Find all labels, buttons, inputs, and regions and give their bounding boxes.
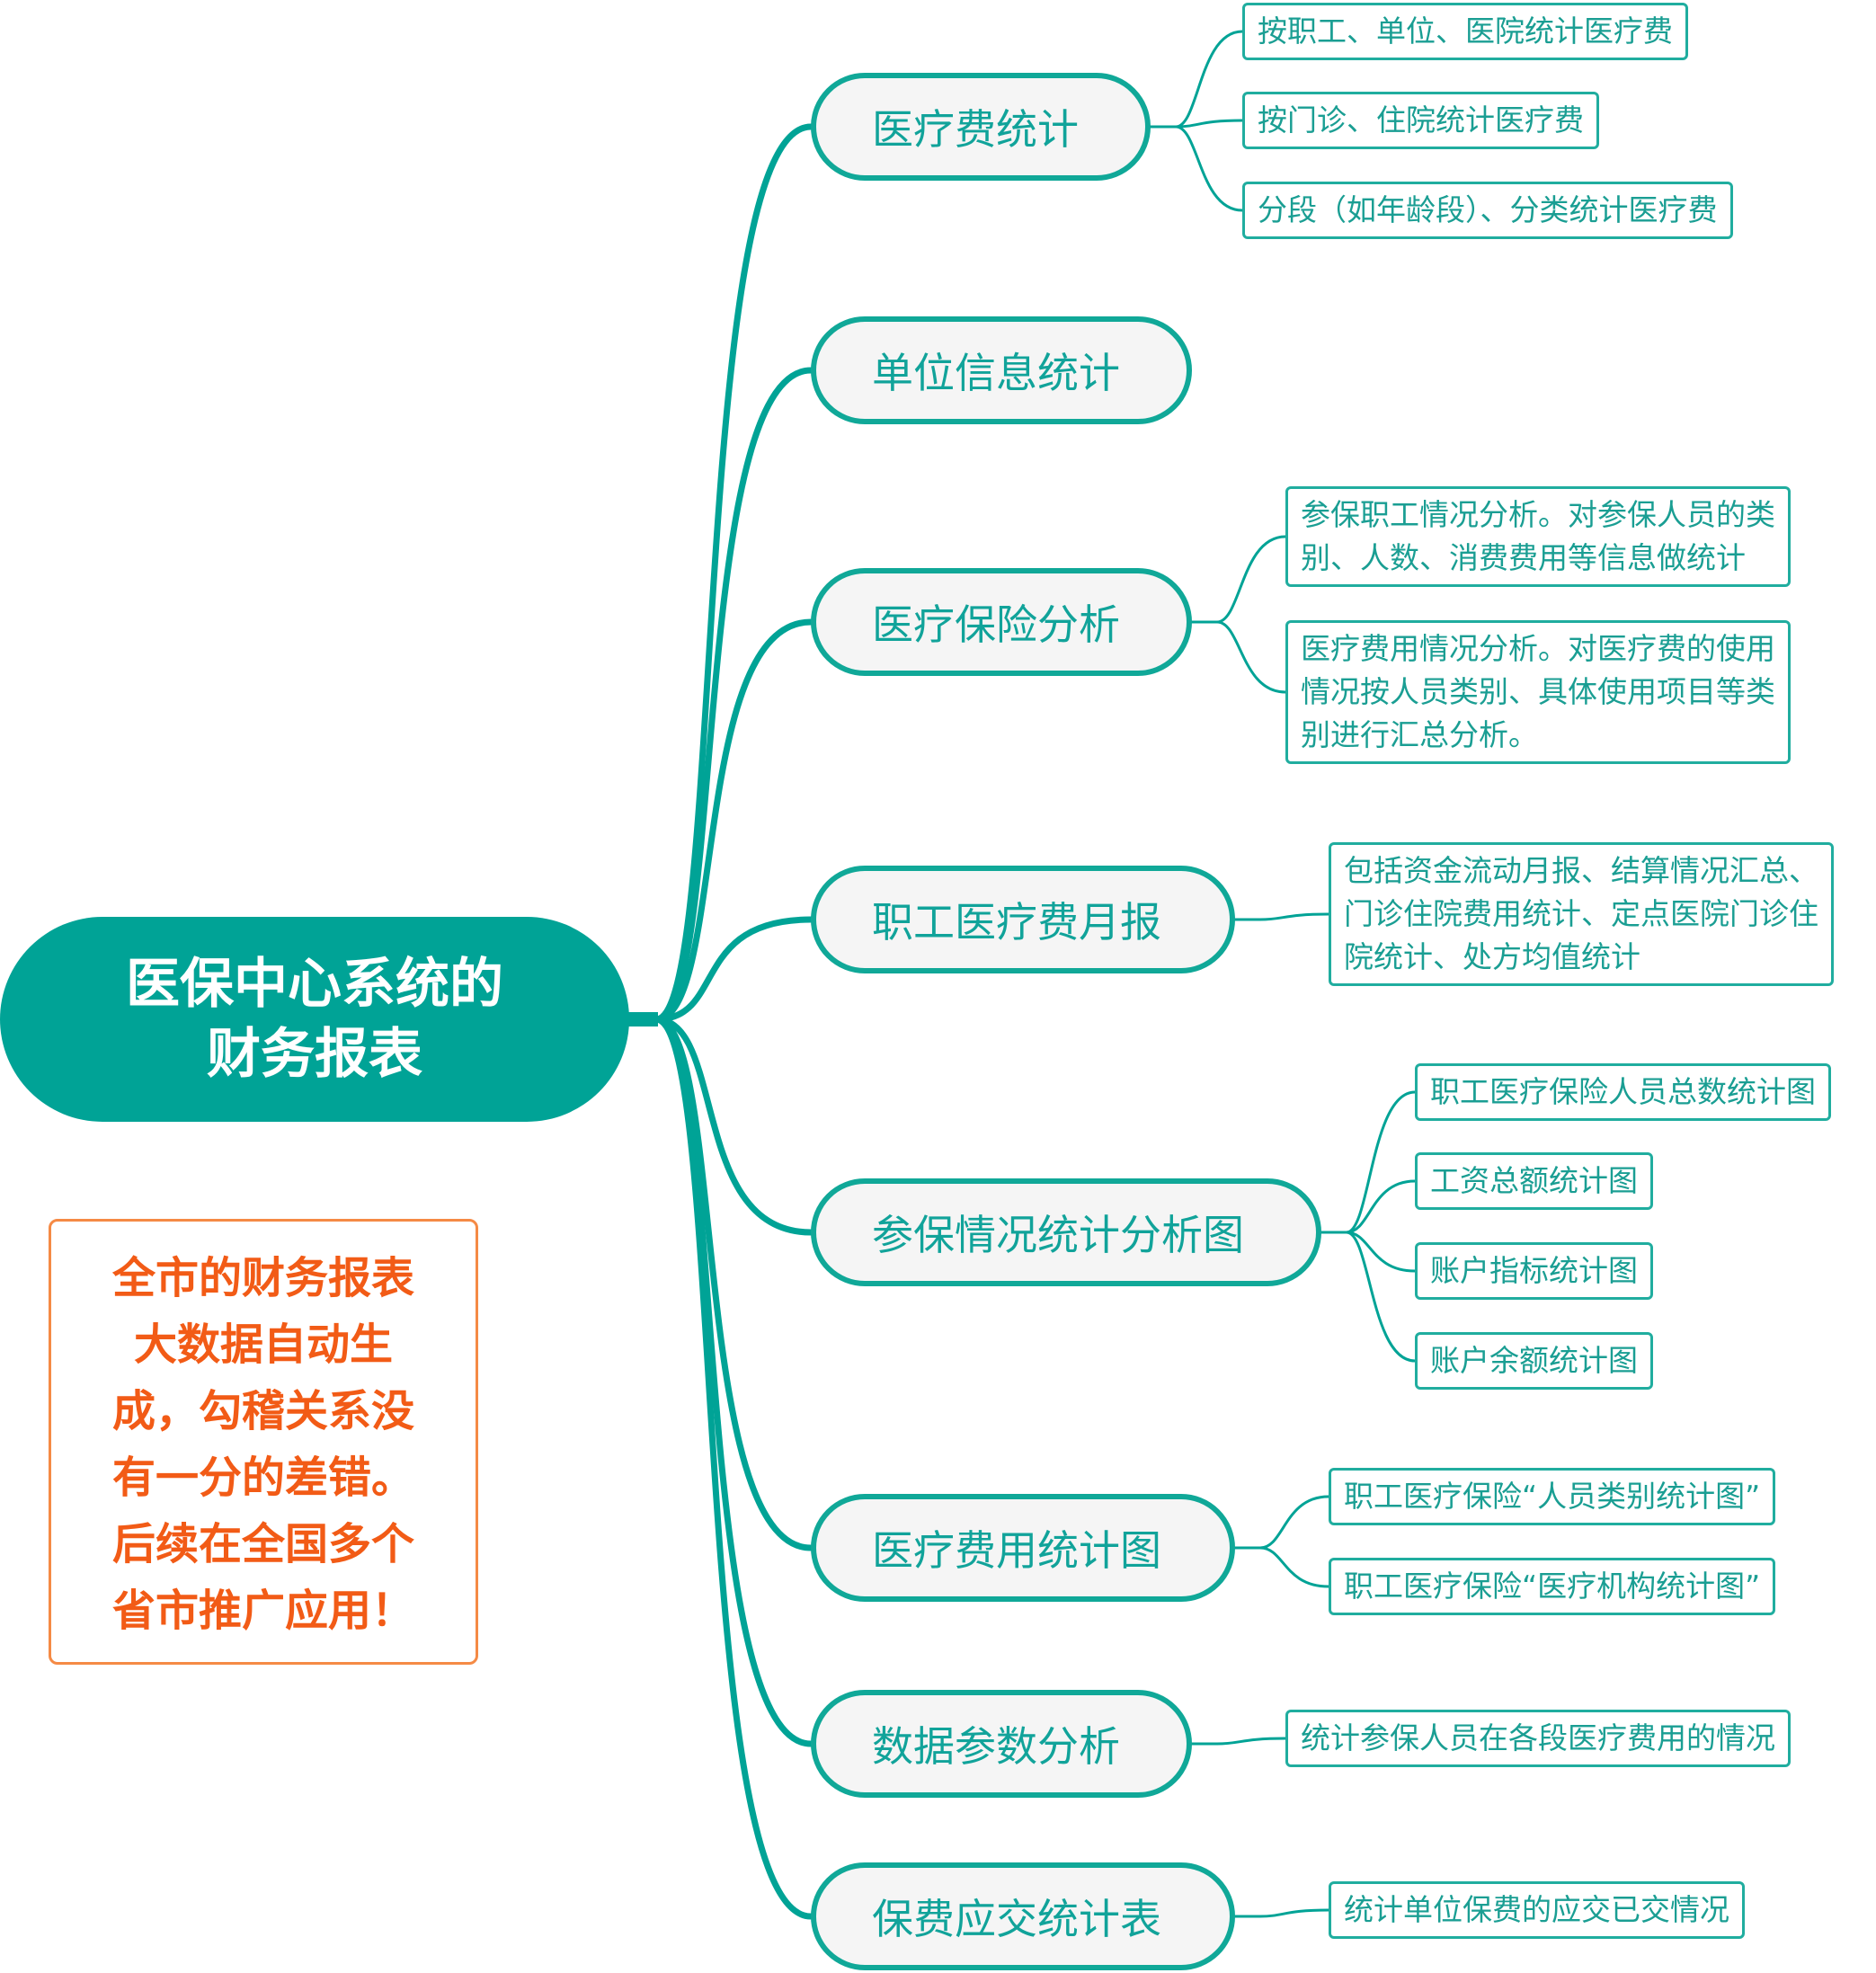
root-title-line-1: 医保中心系统的 [126,953,503,1016]
branch-connector [653,618,814,1023]
branch-connector [653,916,814,1023]
root-node[interactable]: 医保中心系统的 财务报表 [0,917,629,1122]
leaf-text: 职工医疗保险“医疗机构统计图” [1344,1569,1761,1604]
note-line-3: 成，勾稽关系没 [111,1386,414,1436]
leaf-connector [1320,1090,1417,1234]
leaf-by-outpatient-inpatient[interactable]: 按门诊、住院统计医疗费 [1242,92,1599,149]
leaf-text: 账户余额统计图 [1430,1343,1638,1378]
leaf-connector [1190,535,1287,624]
leaf-connector [1233,1908,1330,1918]
leaf-medical-cost-analysis[interactable]: 医疗费用情况分析。对医疗费的使用 情况按人员类别、具体使用项目等类 别进行汇总分… [1285,620,1791,764]
branch-connector [653,1016,814,1920]
leaf-personnel-category-chart[interactable]: 职工医疗保险“人员类别统计图” [1329,1468,1776,1525]
leaf-total-wages-chart[interactable]: 工资总额统计图 [1415,1152,1653,1210]
leaf-connector [1320,1231,1417,1363]
root-connector-stub [622,1012,658,1026]
branch-connector [653,1016,814,1551]
leaf-unit-premium-status[interactable]: 统计单位保费的应交已交情况 [1329,1881,1745,1939]
leaf-text: 统计参保人员在各段医疗费用的情况 [1301,1720,1775,1755]
note-line-2: 大数据自动生 [133,1320,393,1370]
leaf-text: 分段（如年龄段）、分类统计医疗费 [1258,192,1718,227]
branch-medical-insurance-analysis[interactable]: 医疗保险分析 [811,568,1192,676]
branch-connector [653,1016,814,1236]
leaf-text: 按门诊、住院统计医疗费 [1258,102,1584,138]
leaf-text: 统计单位保费的应交已交情况 [1344,1892,1729,1927]
leaf-account-balance-chart[interactable]: 账户余额统计图 [1415,1332,1653,1390]
leaf-text-line-1: 包括资金流动月报、结算情况汇总、 [1344,853,1818,888]
leaf-by-segment-category[interactable]: 分段（如年龄段）、分类统计医疗费 [1242,182,1733,239]
leaf-account-index-chart[interactable]: 账户指标统计图 [1415,1242,1653,1300]
note-line-4: 有一分的差错。 [111,1453,414,1503]
leaf-text: 工资总额统计图 [1430,1163,1638,1198]
leaf-connector [1320,1231,1417,1273]
note-line-6: 省市推广应用！ [111,1586,414,1636]
leaf-text-line-1: 医疗费用情况分析。对医疗费的使用 [1301,631,1775,666]
note-line-1: 全市的财务报表 [111,1253,414,1303]
leaf-connector [1149,125,1244,212]
branch-enrollment-chart[interactable]: 参保情况统计分析图 [811,1178,1321,1286]
leaf-text: 职工医疗保险人员总数统计图 [1430,1074,1816,1109]
leaf-insured-employee-analysis[interactable]: 参保职工情况分析。对参保人员的类 别、人数、消费费用等信息做统计 [1285,486,1791,587]
leaf-text-line-2: 情况按人员类别、具体使用项目等类 [1301,674,1775,709]
leaf-connector [1149,30,1244,129]
leaf-monthly-report-contents[interactable]: 包括资金流动月报、结算情况汇总、 门诊住院费用统计、定点医院门诊住 院统计、处方… [1329,842,1834,986]
branch-unit-info-stats[interactable]: 单位信息统计 [811,316,1192,424]
branch-premium-payable-table[interactable]: 保费应交统计表 [811,1862,1235,1970]
leaf-connector [1233,912,1330,921]
leaf-connector [1233,1495,1330,1550]
leaf-text-line-3: 院统计、处方均值统计 [1344,939,1640,974]
leaf-connector [1190,620,1287,694]
leaf-text-line-3: 别进行汇总分析。 [1301,717,1538,752]
branch-medical-cost-chart[interactable]: 医疗费用统计图 [811,1494,1235,1602]
leaf-text: 按职工、单位、医院统计医疗费 [1258,13,1673,49]
root-title-line-2: 财务报表 [207,1023,422,1086]
branch-medical-fee-stats[interactable]: 医疗费统计 [811,73,1151,181]
leaf-connector [1233,1546,1330,1588]
branch-connector [653,367,814,1023]
leaf-by-employee-unit-hospital[interactable]: 按职工、单位、医院统计医疗费 [1242,3,1688,60]
leaf-text-line-2: 别、人数、消费费用等信息做统计 [1301,540,1746,575]
leaf-text-line-2: 门诊住院费用统计、定点医院门诊住 [1344,896,1818,931]
branch-connector [653,123,814,1023]
leaf-medical-institution-chart[interactable]: 职工医疗保险“医疗机构统计图” [1329,1558,1776,1615]
highlight-note: 全市的财务报表 大数据自动生 成，勾稽关系没 有一分的差错。 后续在全国多个 省… [49,1219,478,1665]
note-line-5: 后续在全国多个 [111,1519,414,1569]
branch-connector [653,1016,814,1747]
leaf-text: 账户指标统计图 [1430,1253,1638,1288]
branch-data-parameter-analysis[interactable]: 数据参数分析 [811,1690,1192,1798]
leaf-text-line-1: 参保职工情况分析。对参保人员的类 [1301,497,1775,532]
branch-monthly-report[interactable]: 职工医疗费月报 [811,866,1235,973]
leaf-total-insured-chart[interactable]: 职工医疗保险人员总数统计图 [1415,1063,1831,1121]
leaf-connector [1190,1737,1287,1746]
leaf-text: 职工医疗保险“人员类别统计图” [1344,1479,1761,1514]
leaf-insured-segment-cost[interactable]: 统计参保人员在各段医疗费用的情况 [1285,1710,1791,1767]
